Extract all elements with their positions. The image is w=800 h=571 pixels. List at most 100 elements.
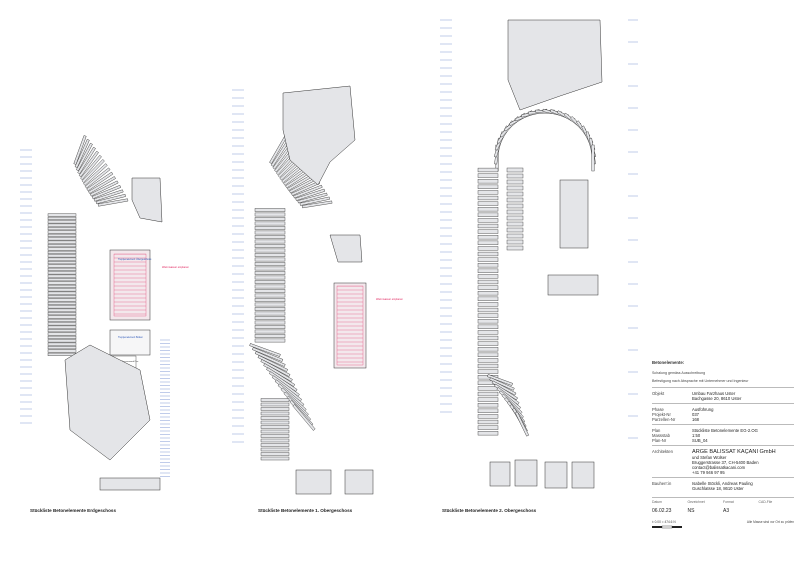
small-part-b [514,459,538,487]
tb-architekten-line: +41 79 946 97 95 [692,470,725,475]
precast-strip [477,408,499,413]
caption-1og: Stückliste Betonelemente 1. Obergeschoss [258,508,353,513]
precast-strip [254,244,286,248]
heating-pattern-1og [336,285,364,366]
tb-objekt-label: Objekt [652,391,665,396]
precast-strip [249,343,281,357]
precast-strip [477,414,499,419]
precast-strip [254,271,286,275]
small-part-c [544,461,568,489]
tb-architekten-line: Bruggerstrasse 37, CH-5400 Baden [692,460,759,465]
precast-strip [477,240,499,245]
precast-strip [254,212,286,217]
precast-strip [477,369,499,374]
precast-strip [477,251,499,257]
precast-strip [260,452,290,456]
precast-strip [254,329,286,334]
tb-bauherr-label: Bauherr:in [652,481,672,486]
large-floor-element-eg [64,344,151,461]
precast-strip [506,245,524,251]
precast-strip [47,342,77,346]
tb-phase-label: Projekt-Nr [652,412,671,417]
precast-strip [477,263,499,268]
precast-strip [254,266,286,271]
precast-strip [47,298,77,302]
precast-strip [257,355,288,372]
precast-strip [477,179,499,184]
tb-phase-label: Phase [652,407,664,412]
tb-footer-values: 06.02.23 NS A3 [652,504,794,514]
rect-element-2og [547,274,599,296]
precast-strip [76,142,93,172]
precast-strip [80,154,102,181]
precast-strip [254,248,286,253]
precast-strip [47,318,77,322]
precast-strip [89,180,119,197]
large-floor-element-1og [282,85,356,186]
precast-strip [47,237,77,241]
precast-strip [47,325,77,329]
precast-strip [477,201,499,206]
small-part-a [489,461,511,487]
precast-strip [260,411,290,416]
precast-strip [254,302,286,307]
precast-strip [47,312,77,316]
precast-strip [47,233,77,237]
precast-strip [477,207,499,212]
precast-strip [506,185,524,191]
precast-strip [47,261,77,265]
small-part-g [99,477,161,491]
notes-line-1: Schalung gemäss Ausschreibung [652,371,706,375]
precast-strip [477,403,499,408]
precast-strip [47,329,77,333]
precast-strip [297,192,328,204]
precast-strip [260,402,290,407]
precast-strip [47,335,77,339]
precast-strip [47,220,77,224]
precast-strip [477,257,499,262]
tb-plan-label: Massstab [652,433,670,438]
precast-strip [477,307,499,313]
precast-strip [73,135,87,165]
tb-plan-value: 1:50 [692,433,701,438]
precast-strip [477,279,499,285]
precast-strip [95,193,126,205]
heating-pattern-eg [113,253,147,317]
precast-strip [254,257,286,262]
precast-strip [254,262,286,266]
heating-note-eg: Warmwasser einplanen [162,265,190,269]
precast-strip [254,316,286,320]
precast-strip [260,407,290,411]
precast-strip [506,239,524,245]
precast-strip [477,218,499,223]
precast-strip [91,185,122,199]
precast-strip [93,189,124,202]
precast-strip [47,213,77,217]
precast-strip [260,443,290,447]
precast-strip [47,288,77,292]
precast-strip [506,215,524,221]
tb-footer-value: A3 [723,508,730,514]
precast-strip [477,431,499,436]
precast-strip [254,284,286,289]
precast-strip [477,341,499,346]
tb-architekten-line: contact@balissatkacani.com [692,465,746,470]
tb-plan-value: Stückliste Betonelemente EG-2.OG [692,428,758,433]
precast-strip [74,139,90,168]
precast-strip [477,235,499,240]
precast-strip [260,447,290,452]
scale-bar [652,525,682,529]
precast-strip [260,420,290,425]
precast-strip [254,217,286,221]
notes-line-2: Befestigung nach Absprache mit Unternehm… [652,379,749,383]
precast-strip [506,179,524,185]
tb-footer-label: Datum [652,500,662,504]
precast-strip [477,285,499,290]
precast-strip [252,347,284,362]
precast-strip [477,268,499,273]
tb-plan-label: Plan-Nr [652,438,667,443]
precast-strip [301,200,333,209]
precast-strip [78,150,99,178]
tb-footer-label: Gezeichnet [687,500,705,504]
